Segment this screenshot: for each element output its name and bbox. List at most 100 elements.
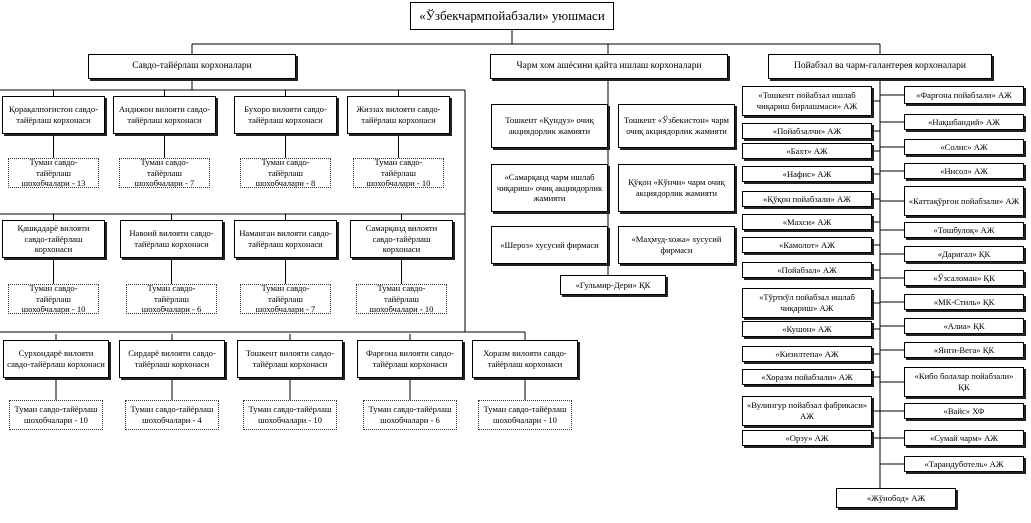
footwear-right-6-label: «Тошбулоқ» АЖ xyxy=(933,224,995,235)
trade-r2-2: Навоий вилояти савдо-тайёрлаш корхонаси xyxy=(120,220,223,258)
trade-r3-4-label: Фарғона вилояти савдо-тайёрлаш корхонаси xyxy=(366,348,454,369)
trade-r1-4-label: Жиззах вилояти савдо-тайёрлаш корхонаси xyxy=(356,104,441,125)
footwear-right-14: «Сумай чарм» АЖ xyxy=(904,430,1024,446)
trade-r3-4: Фарғона вилояти савдо-тайёрлаш корхонаси xyxy=(357,340,463,378)
trade-r3-3-outlets-label: Туман савдо-тайёрлаш шохобчалари - 10 xyxy=(248,404,332,425)
processing-2: Тошкент «Ўзбекистон» чарм очиқ акциядорл… xyxy=(618,104,735,148)
footwear-right-7: «Даригал» ҚК xyxy=(904,246,1024,262)
footwear-right-12: «Кибо болалар пойабзали» ҚК xyxy=(904,367,1024,397)
processing-3: «Самарқанд чарм ишлаб чиқариш» очиқ акци… xyxy=(491,164,608,212)
footwear-left-13: «Вулингур пойабзал фабрикаси» АЖ xyxy=(742,396,872,426)
footwear-left-9: «Тўрткўл пойабзал ишлаб чиқариш» АЖ xyxy=(742,288,872,318)
footwear-right-8-label: «Ўзсаломан» ҚК xyxy=(933,272,995,283)
trade-r2-1: Қашқадарё вилояти савдо-тайёрлаш корхона… xyxy=(2,220,105,258)
processing-3-label: «Самарқанд чарм ишлаб чиқариш» очиқ акци… xyxy=(496,171,603,204)
footwear-right-6: «Тошбулоқ» АЖ xyxy=(904,222,1024,238)
footwear-right-9: «МК-Стиль» ҚК xyxy=(904,294,1024,310)
processing-1-label: Тошкент «Қундуз» очиқ акциядорлик жамият… xyxy=(505,115,594,136)
group-trade: Савдо-тайёрлаш корхоналари xyxy=(88,54,296,79)
processing-7-label: «Гульмир-Дери» ҚК xyxy=(575,279,651,290)
footwear-left-1: «Тошкент пойабзал ишлаб чиқариш бирлашма… xyxy=(742,86,872,116)
footwear-right-15: «Тарандуботель» АЖ xyxy=(904,456,1024,472)
footwear-right-13-label: «Вайс» ХФ xyxy=(943,405,985,416)
footwear-right-10-label: «Алиа» ҚК xyxy=(943,320,985,331)
footwear-right-1: «Фарғона пойабзали» АЖ xyxy=(904,86,1024,104)
trade-r2-1-outlets: Туман савдо-тайёрлаш шохобчалари - 10 xyxy=(8,284,99,314)
trade-r1-2-outlets-label: Туман савдо-тайёрлаш шохобчалари - 7 xyxy=(134,158,195,188)
group-processing: Чарм хом ашёсини қайта ишлаш корхоналари xyxy=(490,54,728,79)
footwear-left-11: «Кизилтепа» АЖ xyxy=(742,346,872,362)
footwear-right-2-label: «Нақшбандий» АЖ xyxy=(928,116,1000,127)
processing-7: «Гульмир-Дери» ҚК xyxy=(560,275,666,295)
footwear-left-4-label: «Нафис» АЖ xyxy=(782,168,832,179)
footwear-left-12: «Хоразм пойабзали» АЖ xyxy=(742,369,872,385)
footwear-right-12-label: «Кибо болалар пойабзали» ҚК xyxy=(914,371,1014,392)
footwear-right-11: «Янги-Вега» ҚК xyxy=(904,342,1024,358)
footwear-bottom: «Жўнобод» АЖ xyxy=(836,488,956,508)
trade-r2-3: Наманган вилояти савдо-тайёрлаш корхонас… xyxy=(234,220,337,258)
group-footwear: Пойабзал ва чарм-галантерея корхоналари xyxy=(768,54,992,79)
processing-5-label: «Шероз» хусусий фирмаси xyxy=(500,239,599,250)
footwear-left-2-label: «Пойабзалчи» АЖ xyxy=(772,125,842,136)
footwear-left-8: «Пойабзал» АЖ xyxy=(742,262,872,278)
footwear-right-3-label: «Солис» АЖ xyxy=(940,141,988,152)
footwear-left-4: «Нафис» АЖ xyxy=(742,166,872,182)
processing-4-label: Қўқон «Кўнчи» чарм очиқ акциядорлик жами… xyxy=(628,177,725,198)
footwear-left-7-label: «Камолот» АЖ xyxy=(779,239,835,250)
trade-r3-2-label: Сирдарё вилояти савдо-тайёрлаш корхонаси xyxy=(128,348,216,369)
trade-r1-2-outlets: Туман савдо-тайёрлаш шохобчалари - 7 xyxy=(119,158,210,188)
trade-r2-1-outlets-label: Туман савдо-тайёрлаш шохобчалари - 10 xyxy=(21,284,86,314)
trade-r3-5: Хоразм вилояти савдо-тайёрлаш корхонаси xyxy=(472,340,578,378)
trade-r3-2-outlets: Туман савдо-тайёрлаш шохобчалари - 4 xyxy=(125,400,219,430)
trade-r2-2-label: Навоий вилояти савдо-тайёрлаш корхонаси xyxy=(129,228,214,249)
trade-r3-3: Тошкент вилояти савдо-тайёрлаш корхонаси xyxy=(237,340,343,378)
trade-r3-2-outlets-label: Туман савдо-тайёрлаш шохобчалари - 4 xyxy=(130,404,214,425)
trade-r2-2-outlets-label: Туман савдо-тайёрлаш шохобчалари - 6 xyxy=(141,284,202,314)
processing-6-label: «Маҳмуд-хожа» хусусий фирмаси xyxy=(631,234,722,255)
footwear-right-13: «Вайс» ХФ xyxy=(904,403,1024,419)
footwear-right-11-label: «Янги-Вега» ҚК xyxy=(933,344,995,355)
footwear-right-15-label: «Тарандуботель» АЖ xyxy=(924,458,1004,469)
footwear-right-14-label: «Сумай чарм» АЖ xyxy=(929,432,999,443)
trade-r2-3-outlets-label: Туман савдо-тайёрлаш шохобчалари - 7 xyxy=(255,284,316,314)
trade-r2-4-label: Самарқанд вилояти савдо-тайёрлаш корхона… xyxy=(365,222,438,255)
trade-r1-3-outlets: Туман савдо-тайёрлаш шохобчалари - 8 xyxy=(240,158,331,188)
footwear-left-2: «Пойабзалчи» АЖ xyxy=(742,123,872,139)
group-footwear-label: Пойабзал ва чарм-галантерея корхоналари xyxy=(794,60,966,71)
footwear-right-1-label: «Фарғона пойабзали» АЖ xyxy=(916,89,1012,100)
trade-r2-2-outlets: Туман савдо-тайёрлаш шохобчалари - 6 xyxy=(126,284,217,314)
footwear-right-4: «Нисол» АЖ xyxy=(904,163,1024,179)
footwear-left-9-label: «Тўрткўл пойабзал ишлаб чиқариш» АЖ xyxy=(759,292,855,313)
trade-r1-3: Бухоро вилояти савдо-тайёрлаш корхонаси xyxy=(234,96,337,134)
footwear-bottom-label: «Жўнобод» АЖ xyxy=(866,492,926,503)
footwear-right-2: «Нақшбандий» АЖ xyxy=(904,114,1024,130)
trade-r1-4-outlets-label: Туман савдо-тайёрлаш шохобчалари - 10 xyxy=(366,158,431,188)
trade-r3-1: Сурхондарё вилояти савдо-тайёрлаш корхон… xyxy=(3,340,109,378)
processing-6: «Маҳмуд-хожа» хусусий фирмаси xyxy=(618,226,735,264)
footwear-left-13-label: «Вулингур пойабзал фабрикаси» АЖ xyxy=(746,400,868,421)
trade-r2-3-label: Наманган вилояти савдо-тайёрлаш корхонас… xyxy=(239,228,332,249)
footwear-right-4-label: «Нисол» АЖ xyxy=(940,165,988,176)
footwear-right-5-label: «Каттақўрғон пойабзали» АЖ xyxy=(908,195,1020,206)
footwear-left-10: «Кушон» АЖ xyxy=(742,321,872,337)
footwear-left-7: «Камолот» АЖ xyxy=(742,237,872,253)
footwear-left-12-label: «Хоразм пойабзали» АЖ xyxy=(761,371,853,382)
footwear-left-5: «Қўқон пойабзали» АЖ xyxy=(742,191,872,207)
trade-r3-5-label: Хоразм вилояти савдо-тайёрлаш корхонаси xyxy=(483,348,567,369)
trade-r1-1-label: Қорақалпоғистон савдо-тайёрлаш корхонаси xyxy=(8,104,99,125)
trade-r3-1-label: Сурхондарё вилояти савдо-тайёрлаш корхон… xyxy=(7,348,105,369)
trade-r1-4: Жиззах вилояти савдо-тайёрлаш корхонаси xyxy=(347,96,450,134)
footwear-left-5-label: «Қўқон пойабзали» АЖ xyxy=(763,193,851,204)
trade-r3-3-outlets: Туман савдо-тайёрлаш шохобчалари - 10 xyxy=(243,400,337,430)
footwear-left-1-label: «Тошкент пойабзал ишлаб чиқариш бирлашма… xyxy=(756,90,858,111)
trade-r1-4-outlets: Туман савдо-тайёрлаш шохобчалари - 10 xyxy=(353,158,444,188)
footwear-right-5: «Каттақўрғон пойабзали» АЖ xyxy=(904,186,1024,216)
footwear-left-11-label: «Кизилтепа» АЖ xyxy=(775,348,839,359)
trade-r2-1-label: Қашқадарё вилояти савдо-тайёрлаш корхона… xyxy=(17,222,90,255)
footwear-right-3: «Солис» АЖ xyxy=(904,139,1024,155)
processing-2-label: Тошкент «Ўзбекистон» чарм очиқ акциядорл… xyxy=(624,115,729,136)
trade-r2-4: Самарқанд вилояти савдо-тайёрлаш корхона… xyxy=(350,220,453,258)
footwear-left-14-label: «Орзу» АЖ xyxy=(785,432,829,443)
